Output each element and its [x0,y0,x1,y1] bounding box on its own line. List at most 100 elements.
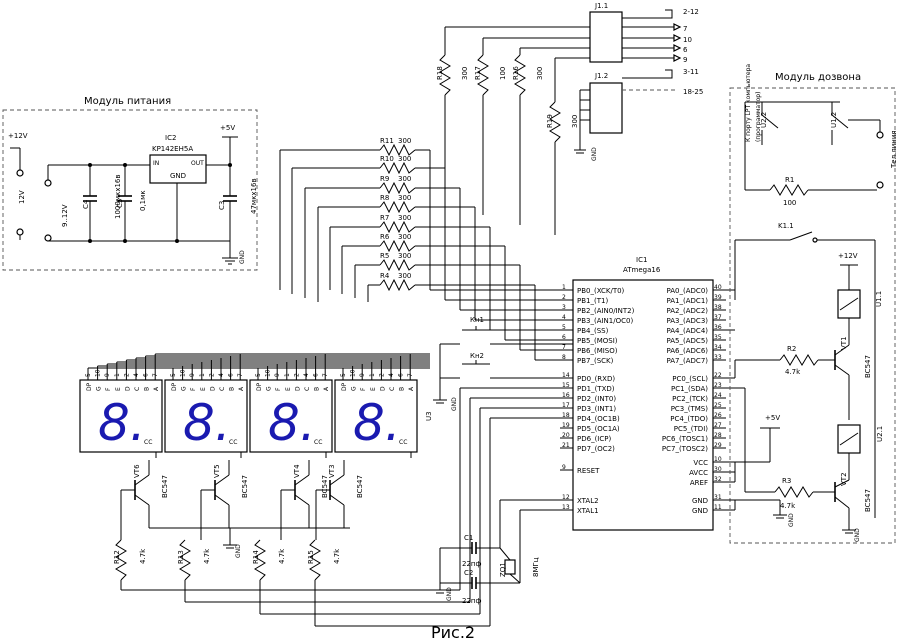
mcu-right-pin-name: GND [692,507,708,515]
segment-resistor-value: 300 [398,155,411,163]
display-pin-letter: B [399,387,406,391]
display-ref: U3 [425,411,433,421]
terminal-12v [16,169,24,177]
display-pin-letter: D [294,386,301,391]
mcu-left-pin-number: 12 [562,494,570,501]
ic2-ref: IC2 [165,134,176,142]
segment-resistor-ref: R11 [380,137,394,145]
lpt-caption-1: К порту LPT компьютера [745,64,752,142]
mcu-right-pin-number: 24 [714,392,722,399]
display-pin-letter: F [360,387,367,391]
mcu-right-pin-number: 36 [714,324,722,331]
power-9-12v-label: 9..12V [61,204,69,227]
ic2-in: IN [153,160,159,167]
mcu-left-pin-name: PB3_(AIN1/OC0) [577,317,633,325]
segment-resistor-value: 300 [398,175,411,183]
display-pin-letter: C [134,387,141,391]
transistor-collector [329,474,345,486]
c1-ref: C1 [464,534,473,542]
j11-block [589,11,623,63]
transistor-emitter [294,494,310,506]
display-u6 [79,379,163,453]
lpt-pin-label: 3-11 [683,68,699,76]
base-resistor-1 [179,539,191,581]
ic2-gnd: GND [170,172,186,180]
base-resistor-value: 4.7k [333,548,341,564]
dialer-5v-label: +5V [765,414,780,422]
lpt-wire [622,69,673,79]
display-pin-letter: DP [341,382,348,391]
mcu-right-pin-name: PA5_(ADC5) [667,337,709,345]
mcu-right-pin-name: PA0_(ADC0) [667,287,709,295]
mcu-left-pin-number: 20 [562,432,570,439]
mcu-right-pin-name: PA6_(ADC6) [667,347,709,355]
segment-resistor-1 [379,161,416,175]
display-pin-letter: DP [171,382,178,391]
segment-resistor-value: 300 [398,233,411,241]
transistor-ref: VT5 [213,464,221,478]
dialer-module: Модуль дозвона U2.2 U1.2 Тел.линия R1 10… [713,72,898,544]
transistor-ref: VT4 [293,464,301,478]
segment-resistor-6 [379,258,416,272]
transistor-collector [214,474,230,486]
c4-ref: C4 [82,199,90,209]
mcu-right-pin-number: 29 [714,442,722,449]
mcu-right-pin-name: GND [692,497,708,505]
lpt-arrow [673,44,682,52]
mcu-right-pin-number: 25 [714,402,722,409]
mcu-left-pin-name: PD4_(OC1B) [577,415,620,423]
phone-line-label: Тел.линия [890,130,898,169]
power-12v-vertical: 12V [18,190,26,204]
mcu-right-pin-name: PC5_(TDI) [674,425,709,433]
transistor-collector [134,474,150,486]
display-pin-letter: A [408,386,415,391]
c3-ref: C3 [218,201,226,210]
c3-value: 47мкх16в [250,178,258,214]
power-gnd-label: GND [239,250,246,264]
r18-value: 300 [461,67,469,80]
display-pin-letter: G [351,386,358,391]
base-resistor-value: 4.7k [139,548,147,564]
r19-value: 300 [571,115,579,128]
mcu-left-pin-number: 19 [562,422,570,429]
c2-value: 22пф [462,597,481,605]
display-pin-letter: E [285,387,292,391]
mcu-left-pin-name: PB4_(SS) [577,327,609,335]
mcu-right-pin-number: 28 [714,432,722,439]
mcu-right-pin-name: PC0_(SCL) [672,375,708,383]
mcu-right-pin-number: 32 [714,476,722,483]
mcu-left-pin-name: PD0_(RXD) [577,375,615,383]
power-module: Модуль питания +12V 12V 9..12V C4 1000мк… [2,96,258,271]
display-pin-letter: G [266,386,273,391]
lpt-pin-label: 7 [683,25,687,33]
display-pin-letter: E [200,387,207,391]
display-u5 [164,379,248,453]
display-pin-letter: DP [86,382,93,391]
mcu-right-pin-name: PA4_(ADC4) [667,327,709,335]
mcu-right-pin-number: 10 [714,456,722,463]
mcu-right-pin-name: PA7_(ADC7) [667,357,709,365]
display-pin-letter: B [314,387,321,391]
transistor-type: BC547 [321,475,329,498]
r16-value: 300 [536,67,544,80]
mcu-left-pin-name: PD3_(INT1) [577,405,616,413]
base-resistor-ref: R12 [113,550,121,564]
segment-resistor-ref: R5 [380,252,389,260]
transistor-ref: VT3 [328,464,336,478]
lpt-wire [622,9,673,19]
mcu-left-pin-number: 3 [562,304,566,311]
zq-value: 8МГц [532,557,540,577]
mcu-left-pin-number: 16 [562,392,570,399]
power-module-frame [2,109,258,271]
display-digit: 8. [183,394,231,452]
u21-label: U2.1 [876,426,884,442]
mcu-left-pin-number: 14 [562,372,570,379]
display-group: U6DP5G10F9E1D2C4B6A78.CCU5DP5G10F9E1D2C4… [79,353,560,627]
mcu-left-pin-name: PD7_(OC2) [577,445,615,453]
display-pin-letter: B [144,387,151,391]
buttons: Кн1 Кн2 GND [433,316,573,411]
display-digit: 8. [98,394,146,452]
u12-label: U1.2 [830,112,838,128]
transistor-ref: VT6 [133,464,141,478]
lpt-caption-2: (программатор) [755,92,762,142]
